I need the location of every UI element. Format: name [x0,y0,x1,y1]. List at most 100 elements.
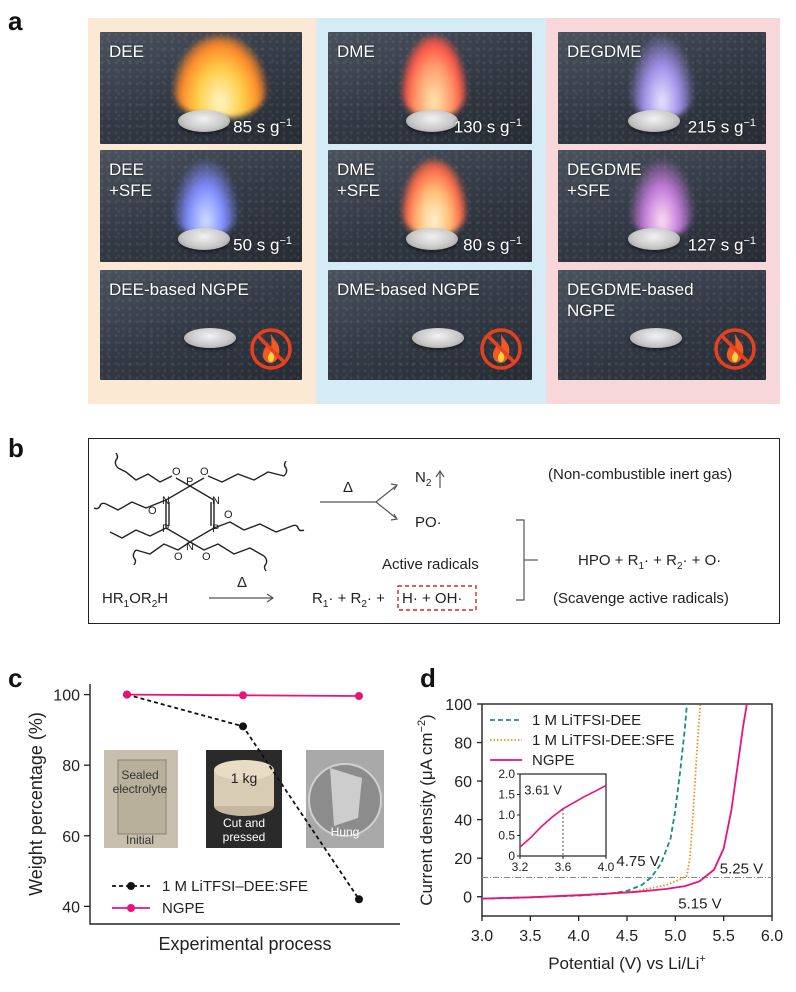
legend-label-d-1: 1 M LiTFSI-DEE [532,712,641,729]
photo-annotation: Hung [331,825,360,839]
sample-label: DME [337,42,375,61]
data-point-c-2 [123,690,131,699]
sample-dish [406,110,458,132]
panel-label-d: d [420,663,436,693]
x-tick-label-d: 3.5 [519,928,541,945]
no-fire-icon [714,328,756,370]
active-radicals-label: Active radicals [382,556,479,573]
sample-dish [628,228,680,250]
po-radical: PO· [415,514,442,531]
burning-rate: 85 s g−1 [233,117,292,137]
flame-photo-1-1: DEE 85 s g−1 [100,32,302,144]
arrow-head-up [390,483,398,491]
y-tick-label-c: 40 [62,899,80,916]
panel-label-a: a [8,6,23,36]
flame [630,160,694,236]
sample-label: DEE [109,42,144,61]
legend-label-c-1: 1 M LiTFSI–DEE:SFE [162,878,308,895]
sample-dish [628,110,680,132]
x-tick-label-d: 6.0 [761,928,783,945]
atom-p-right: P [212,523,219,535]
y-tick-label-d: 80 [454,736,472,753]
threshold-annotation: 4.75 V [616,853,659,870]
y-tick-label-c: 60 [62,829,80,846]
y-tick-label-d: 60 [454,774,472,791]
arrow-head-down [390,513,398,521]
delta-symbol-1: Δ [343,479,354,496]
burning-rate: 50 s g−1 [233,235,292,255]
flame [630,36,694,118]
x-tick-label-d: 5.5 [713,928,735,945]
x-axis-label-sup: + [699,953,705,965]
inset-annotation: 3.61 V [524,783,562,798]
mechanism-diagram: P N N P P N O O O O O O [93,452,538,611]
flame-photo-3-3: DEGDME-based NGPE [558,270,766,380]
y-tick-label-c: 80 [62,758,80,775]
y-tick-label-d: 0 [463,890,472,907]
flame-photo-2-3: DME-based NGPE [328,270,532,380]
arrow-split [375,485,397,519]
product-radicals: R1· + R2· + [312,590,385,610]
flame-photo-1-3: DEE-based NGPE [100,270,302,380]
hung-membrane [330,768,362,826]
phosphazene-ring [165,485,215,543]
flame [402,160,466,236]
n2-gas: N2 [415,469,432,489]
inset-x-tick-label: 3.6 [555,860,572,874]
panel-b-mechanism-box [88,438,780,624]
atom-p-left: P [162,523,169,535]
sample-label: DEE-based NGPE [109,280,249,299]
atom-o-2: O [200,466,209,478]
legend-label-d-3: NGPE [532,752,575,769]
inset-y-tick-label: 1.5 [498,788,515,802]
y-tick-label-c: 100 [53,688,80,705]
y-tick-label-d: 20 [454,851,472,868]
sample-dish [406,228,458,250]
series-line-d-2 [481,703,702,900]
legend-marker-c-1 [127,882,135,890]
photo-annotation: 1 kg [231,770,257,786]
sample-dish [630,328,682,348]
sample-dish [178,110,230,132]
series-line-d-3 [481,703,748,900]
weight-cylinder-top [214,760,274,780]
y-axis-label-c: Weight percentage (%) [26,712,46,896]
delta-symbol-2: Δ [237,574,248,591]
flame [174,160,238,236]
inset-y-tick-label: 0 [508,849,515,863]
inset-series-line [519,784,607,848]
y-tick-label-d: 40 [454,813,472,830]
phosphazene-structure [93,452,305,572]
x-axis-label-c: Experimental process [158,934,331,954]
burning-rate: 80 s g−1 [463,235,522,255]
y-tick-label-d: 100 [445,697,472,714]
atom-o-3: O [148,505,157,517]
data-point-c-2 [355,692,363,700]
axis-frame-c [89,684,400,925]
legend-label-d-2: 1 M LiTFSI-DEE:SFE [532,732,675,749]
scavenge-note: (Scavenge active radicals) [553,590,729,607]
burning-rate: 215 s g−1 [687,117,756,137]
atom-n-bottom: N [186,541,194,553]
photo-annotation: Initial [126,833,154,847]
data-point-c-1 [355,895,363,904]
boxed-radicals-frame [397,585,477,611]
no-fire-icon [250,328,292,370]
no-fire-icon [480,328,522,370]
reaction-arrows [209,469,538,603]
panel-label-b: b [8,433,24,463]
sealed-pouch [117,759,167,835]
sample-dish [184,328,236,348]
sample-label: DEGDME-based NGPE [567,280,694,320]
phosphazene-atoms: P N N P P N O O O O O O [148,466,233,563]
atom-o-1: O [172,466,181,478]
